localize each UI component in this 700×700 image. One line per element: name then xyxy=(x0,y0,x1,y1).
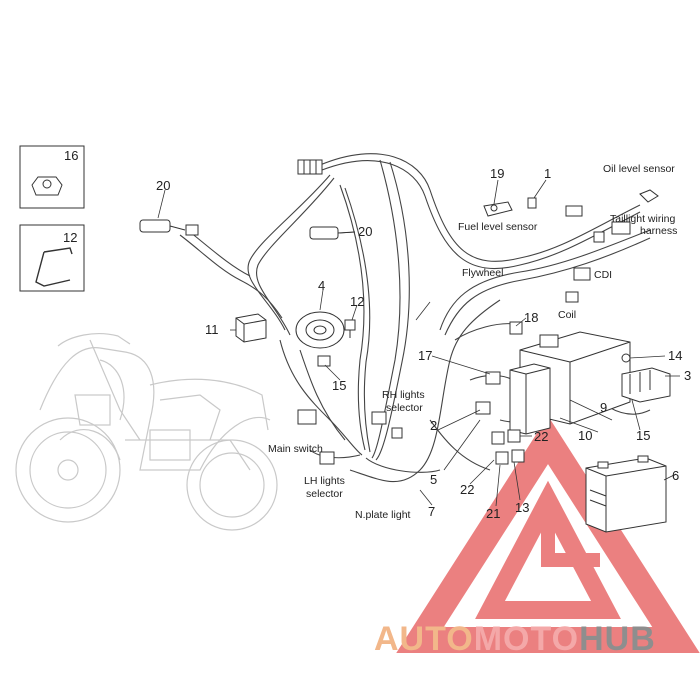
cdi-connector xyxy=(573,267,591,281)
coil-connector xyxy=(565,291,579,303)
part-number-7: 7 xyxy=(428,504,435,519)
spark-plug-cap-20-left xyxy=(139,219,199,236)
svg-text:AUTOMOTOHUB: AUTOMOTOHUB xyxy=(374,620,656,658)
label-main-switch: Main switch xyxy=(268,443,323,455)
horn-4 xyxy=(295,311,345,349)
oil-level-sensor xyxy=(639,189,659,203)
label-coil: Coil xyxy=(558,309,576,321)
part-1 xyxy=(527,197,537,209)
part-number-13: 13 xyxy=(515,500,529,515)
part-number-5: 5 xyxy=(430,472,437,487)
label-rh-selector: selector xyxy=(386,402,423,414)
label-taillight-wiring: Taillight wiring xyxy=(610,213,676,225)
part-number-15-right: 15 xyxy=(636,428,650,443)
label-cdi: CDI xyxy=(594,269,612,281)
fuse-holder-17 xyxy=(475,371,501,415)
connector-18 xyxy=(509,321,523,335)
screw-14 xyxy=(621,353,631,363)
label-rh-lights: RH lights xyxy=(382,389,425,401)
part-number-18: 18 xyxy=(524,310,538,325)
part-number-6: 6 xyxy=(672,468,679,483)
part-number-20-left: 20 xyxy=(156,178,170,193)
part-number-9: 9 xyxy=(600,400,607,415)
connector-top xyxy=(297,159,323,175)
spark-plug-cap-20-right xyxy=(309,226,356,240)
bolt-12 xyxy=(344,319,356,338)
regulator-3 xyxy=(621,367,671,403)
wordmark-auto: AUTO xyxy=(374,620,474,658)
taillight-connector xyxy=(565,205,631,243)
fuse-connectors-22 xyxy=(491,429,525,465)
label-lh-lights: LH lights xyxy=(304,475,345,487)
part-number-labels: 1 3 4 5 6 7 9 10 11 12 13 14 15 15 17 18… xyxy=(156,166,691,521)
part-number-11: 11 xyxy=(205,322,219,337)
part-number-17: 17 xyxy=(418,348,432,363)
part-number-3: 3 xyxy=(684,368,691,383)
part-number-14: 14 xyxy=(668,348,682,363)
label-nplate-light: N.plate light xyxy=(355,509,411,521)
part-number-12: 12 xyxy=(350,294,364,309)
wordmark-moto: MOTO xyxy=(474,620,579,658)
svg-text:16: 16 xyxy=(64,148,78,163)
svg-text:12: 12 xyxy=(63,230,77,245)
rh-lights-connector xyxy=(371,411,403,439)
battery-6 xyxy=(585,455,667,533)
label-oil-level-sensor: Oil level sensor xyxy=(603,163,675,175)
scooter-illustration xyxy=(15,333,278,531)
part-number-21: 21 xyxy=(486,506,500,521)
part-number-20-right: 20 xyxy=(358,224,372,239)
main-switch-connector xyxy=(297,409,317,425)
inset-part-8: 12 xyxy=(19,224,85,292)
part-number-22-left: 22 xyxy=(460,482,474,497)
inset-part-16: 16 xyxy=(19,145,85,209)
wordmark-hub: HUB xyxy=(579,620,656,658)
part-number-4: 4 xyxy=(318,278,325,293)
part-number-1: 1 xyxy=(544,166,551,181)
part-number-15-left: 15 xyxy=(332,378,346,393)
watermark-wordmark: AUTOMOTOHUB xyxy=(374,620,656,658)
relay-11 xyxy=(235,313,267,343)
cdi-unit-9 xyxy=(509,363,551,435)
part-number-10: 10 xyxy=(578,428,592,443)
watermark-logo-triangle xyxy=(396,415,700,653)
connector-15-left xyxy=(317,355,331,367)
part-number-22-right: 22 xyxy=(534,429,548,444)
lh-lights-connector xyxy=(319,451,335,465)
leader-lines xyxy=(157,179,680,507)
label-lh-selector: selector xyxy=(306,488,343,500)
component-labels: Oil level sensor Taillight wiring harnes… xyxy=(268,163,677,521)
part-number-19: 19 xyxy=(490,166,504,181)
label-harness: harness xyxy=(640,225,677,237)
part-number-2: 2 xyxy=(430,418,437,433)
label-flywheel: Flywheel xyxy=(462,267,503,279)
sensor-19 xyxy=(483,201,513,217)
label-fuel-level-sensor: Fuel level sensor xyxy=(458,221,538,233)
